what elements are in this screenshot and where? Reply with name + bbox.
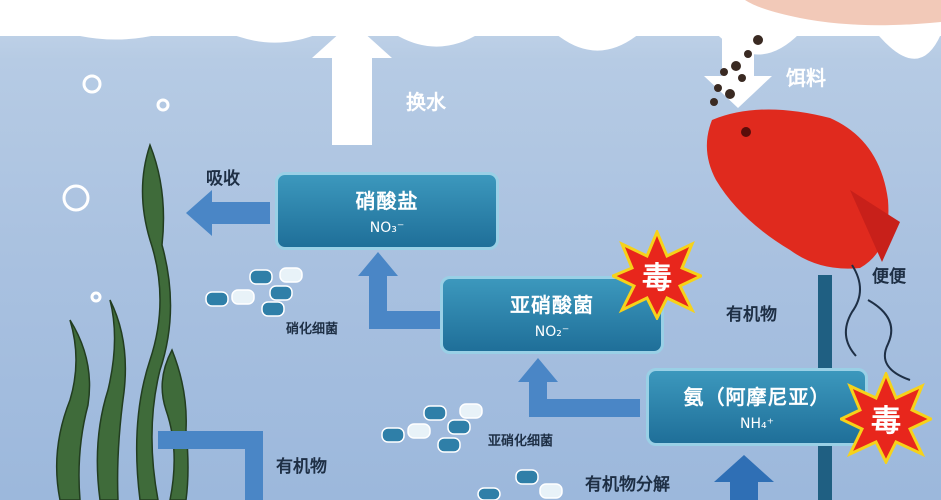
poison-text-ammonia: 毒 — [871, 404, 901, 439]
label-decompose: 有机物分解 — [585, 475, 670, 495]
arrow-decompose-up — [714, 455, 774, 500]
arrow-ammonia-to-nitrite — [529, 380, 640, 417]
nitrate-name: 硝酸盐 — [355, 189, 419, 213]
ammonia-name: 氨（阿摩尼亚） — [683, 385, 831, 409]
feces-lines — [845, 264, 911, 381]
water-change-arrow — [312, 22, 392, 145]
aquatic-plants — [55, 142, 189, 500]
label-nitrite-bacteria: 亚硝化细菌 — [488, 434, 554, 449]
nitrite-name: 亚硝酸菌 — [510, 293, 594, 317]
arrow-head-nitrate — [358, 252, 398, 276]
ammonia-formula: NH₄⁺ — [739, 416, 774, 432]
poison-text-nitrite: 毒 — [642, 261, 672, 296]
water-line — [0, 0, 941, 59]
nitrate-box: 硝酸盐 NO₃⁻ — [275, 172, 499, 250]
label-nitrifying-bacteria: 硝化细菌 — [286, 322, 339, 337]
nitrite-box: 亚硝酸菌 NO₂⁻ — [440, 276, 664, 354]
nitrate-formula: NO₃⁻ — [369, 220, 405, 236]
ammonia-box: 氨（阿摩尼亚） NH₄⁺ — [646, 368, 868, 446]
nitrite-formula: NO₂⁻ — [534, 324, 570, 340]
arrow-organic-left — [158, 431, 263, 500]
arrow-nitrite-to-nitrate — [369, 272, 440, 329]
poison-star-icon — [612, 230, 702, 320]
label-feed: 饵料 — [786, 66, 826, 90]
bacteria-nitrite — [381, 403, 483, 453]
label-absorb: 吸收 — [206, 169, 240, 189]
label-organic-left: 有机物 — [276, 457, 327, 477]
label-organic-right: 有机物 — [726, 305, 777, 325]
absorb-arrow — [186, 190, 270, 236]
arrow-head-nitrite — [518, 358, 558, 382]
bacteria-decompose — [477, 469, 563, 500]
poison-star-icon — [840, 372, 932, 464]
poison-badge-ammonia: 毒 — [840, 372, 932, 464]
hand-shape — [745, 0, 941, 26]
label-feces: 便便 — [872, 267, 906, 287]
red-fish — [706, 109, 900, 269]
food-pellets — [710, 35, 763, 106]
bubbles — [62, 74, 170, 303]
bacteria-nitrifying — [205, 267, 303, 317]
label-water-change: 换水 — [406, 90, 446, 114]
poison-badge-nitrite: 毒 — [612, 230, 702, 320]
